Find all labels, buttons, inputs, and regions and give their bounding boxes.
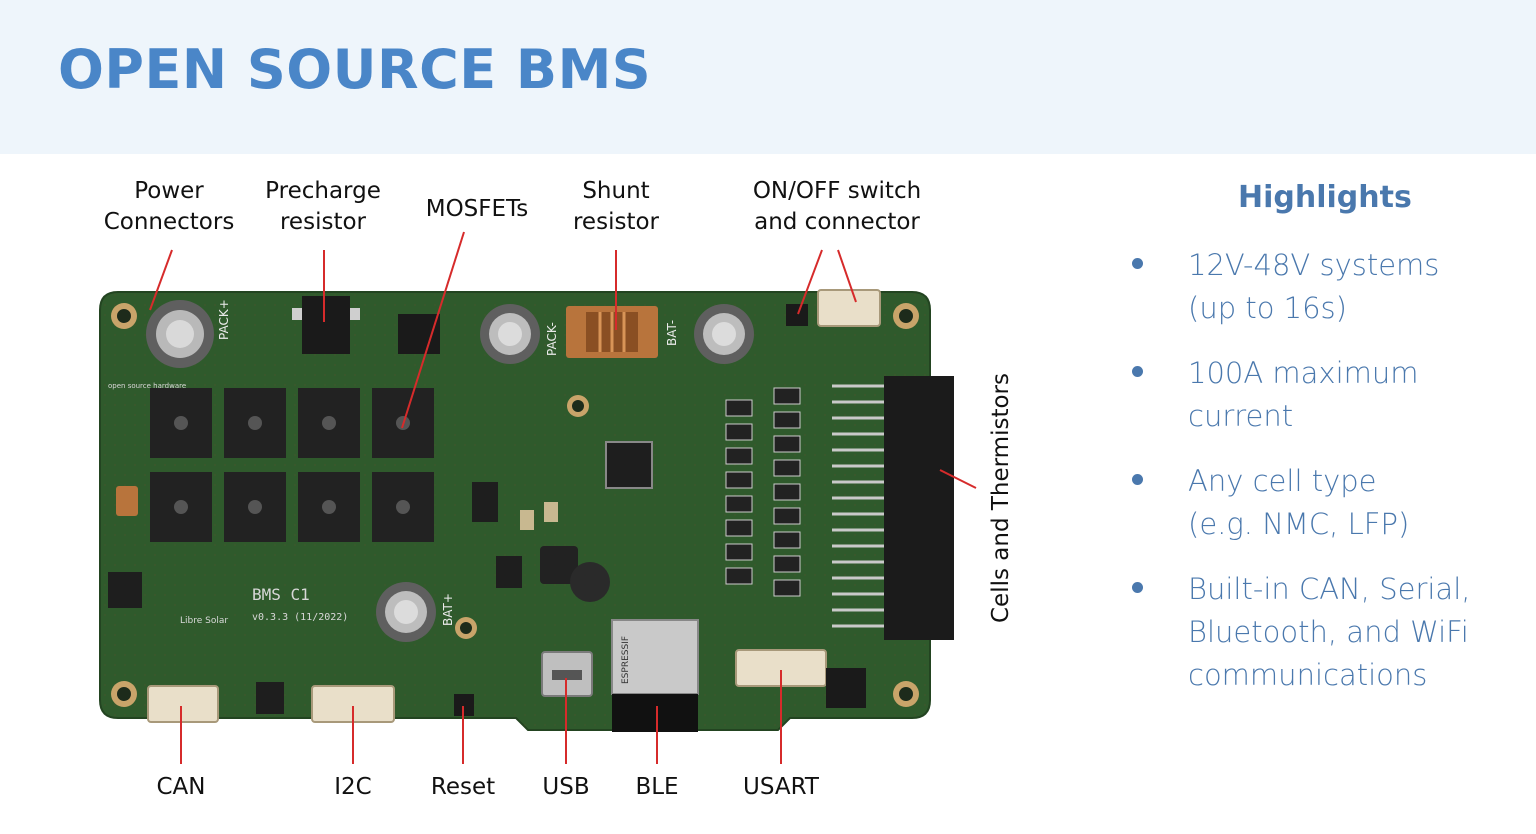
highlights-list: 12V-48V systems (up to 16s) 100A maximum…	[1128, 244, 1528, 719]
callout-power-connectors: Power Connectors	[103, 178, 235, 235]
bullet-icon	[1132, 258, 1143, 269]
ble-module-part	[611, 619, 699, 695]
bullet-icon	[1132, 366, 1143, 377]
cells-connector-part	[884, 376, 954, 640]
callout-onoff-switch: ON/OFF switch and connector	[752, 178, 922, 235]
callout-mosfets: MOSFETs	[425, 196, 529, 222]
highlight-item: Any cell type (e.g. NMC, LFP)	[1128, 460, 1528, 546]
mounting-holes	[111, 303, 919, 707]
balance-resistors	[725, 387, 801, 597]
silk-bat-plus: BAT+	[441, 593, 455, 626]
callout-i2c: I2C	[334, 774, 372, 800]
callout-shunt-resistor: Shunt resistor	[572, 178, 659, 235]
can-connector-part	[147, 685, 219, 723]
callout-can: CAN	[156, 774, 206, 800]
reset-button-part	[454, 694, 474, 716]
callout-ble: BLE	[635, 774, 679, 800]
callout-reset: Reset	[430, 774, 496, 800]
power-studs	[146, 300, 754, 642]
silk-board-name: BMS C1	[252, 585, 310, 604]
highlight-text: Built-in CAN, Serial, Bluetooth, and WiF…	[1188, 572, 1471, 692]
silk-brand: Libre Solar	[180, 616, 228, 626]
callout-usart: USART	[743, 774, 819, 800]
header-band	[0, 0, 1536, 154]
callout-usb: USB	[542, 774, 590, 800]
highlight-item: 100A maximum current	[1128, 352, 1528, 438]
highlight-text: Any cell type (e.g. NMC, LFP)	[1188, 464, 1410, 541]
highlight-item: 12V-48V systems (up to 16s)	[1128, 244, 1528, 330]
highlight-item: Built-in CAN, Serial, Bluetooth, and WiF…	[1128, 568, 1528, 697]
silk-module: ESPRESSIF	[621, 636, 631, 684]
page-title: OPEN SOURCE BMS	[58, 38, 652, 101]
silk-bat-minus: BAT-	[665, 320, 679, 346]
callout-cells-thermistors: Cells and Thermistors	[988, 373, 1014, 624]
onoff-switch-part	[786, 304, 808, 326]
callout-precharge-resistor: Precharge resistor	[265, 178, 381, 235]
precharge-resistor-part	[302, 296, 350, 354]
silk-board-version: v0.3.3 (11/2022)	[252, 612, 348, 623]
silk-pack-minus: PACK-	[545, 322, 559, 356]
highlights-title: Highlights	[1238, 180, 1412, 215]
highlight-text: 100A maximum current	[1188, 356, 1419, 433]
silk-pack-plus: PACK+	[217, 299, 231, 340]
mosfet-array	[150, 388, 434, 542]
callout-lines	[149, 231, 977, 764]
mcu-chip	[605, 441, 653, 489]
bullet-icon	[1132, 582, 1143, 593]
silk-osh: open source hardware	[108, 382, 186, 390]
highlight-text: 12V-48V systems (up to 16s)	[1188, 248, 1440, 325]
bullet-icon	[1132, 474, 1143, 485]
